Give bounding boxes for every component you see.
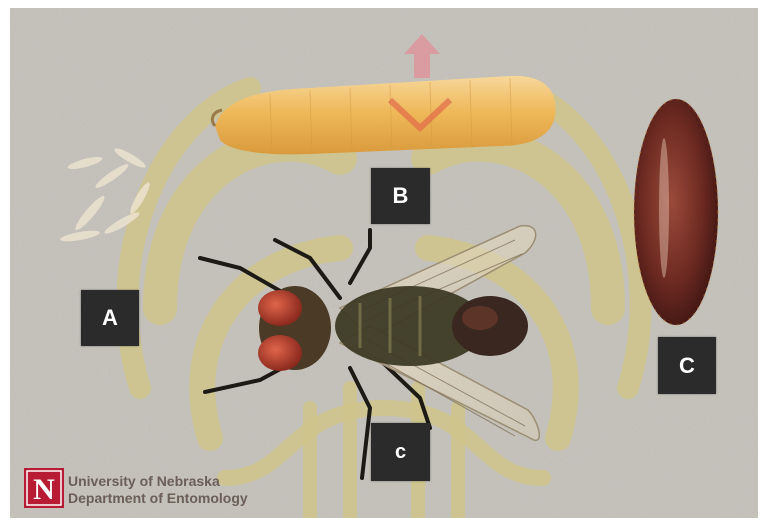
logo-spacer <box>24 470 64 510</box>
credit-line-department: Department of Entomology <box>68 490 248 507</box>
label-c-pupa-text: C <box>679 353 695 379</box>
label-c-adult: c <box>371 423 430 481</box>
label-b-text: B <box>393 183 409 209</box>
label-c-adult-text: c <box>395 441 406 464</box>
credit-line-university: University of Nebraska <box>68 473 248 490</box>
label-c-pupa: C <box>658 337 716 394</box>
credit-text: University of Nebraska Department of Ent… <box>68 473 248 507</box>
label-b-larva: B <box>371 168 430 224</box>
pupa <box>634 99 718 325</box>
label-a-text: A <box>102 305 118 331</box>
credit-block: University of Nebraska Department of Ent… <box>24 468 248 512</box>
label-a-eggs: A <box>81 290 139 346</box>
